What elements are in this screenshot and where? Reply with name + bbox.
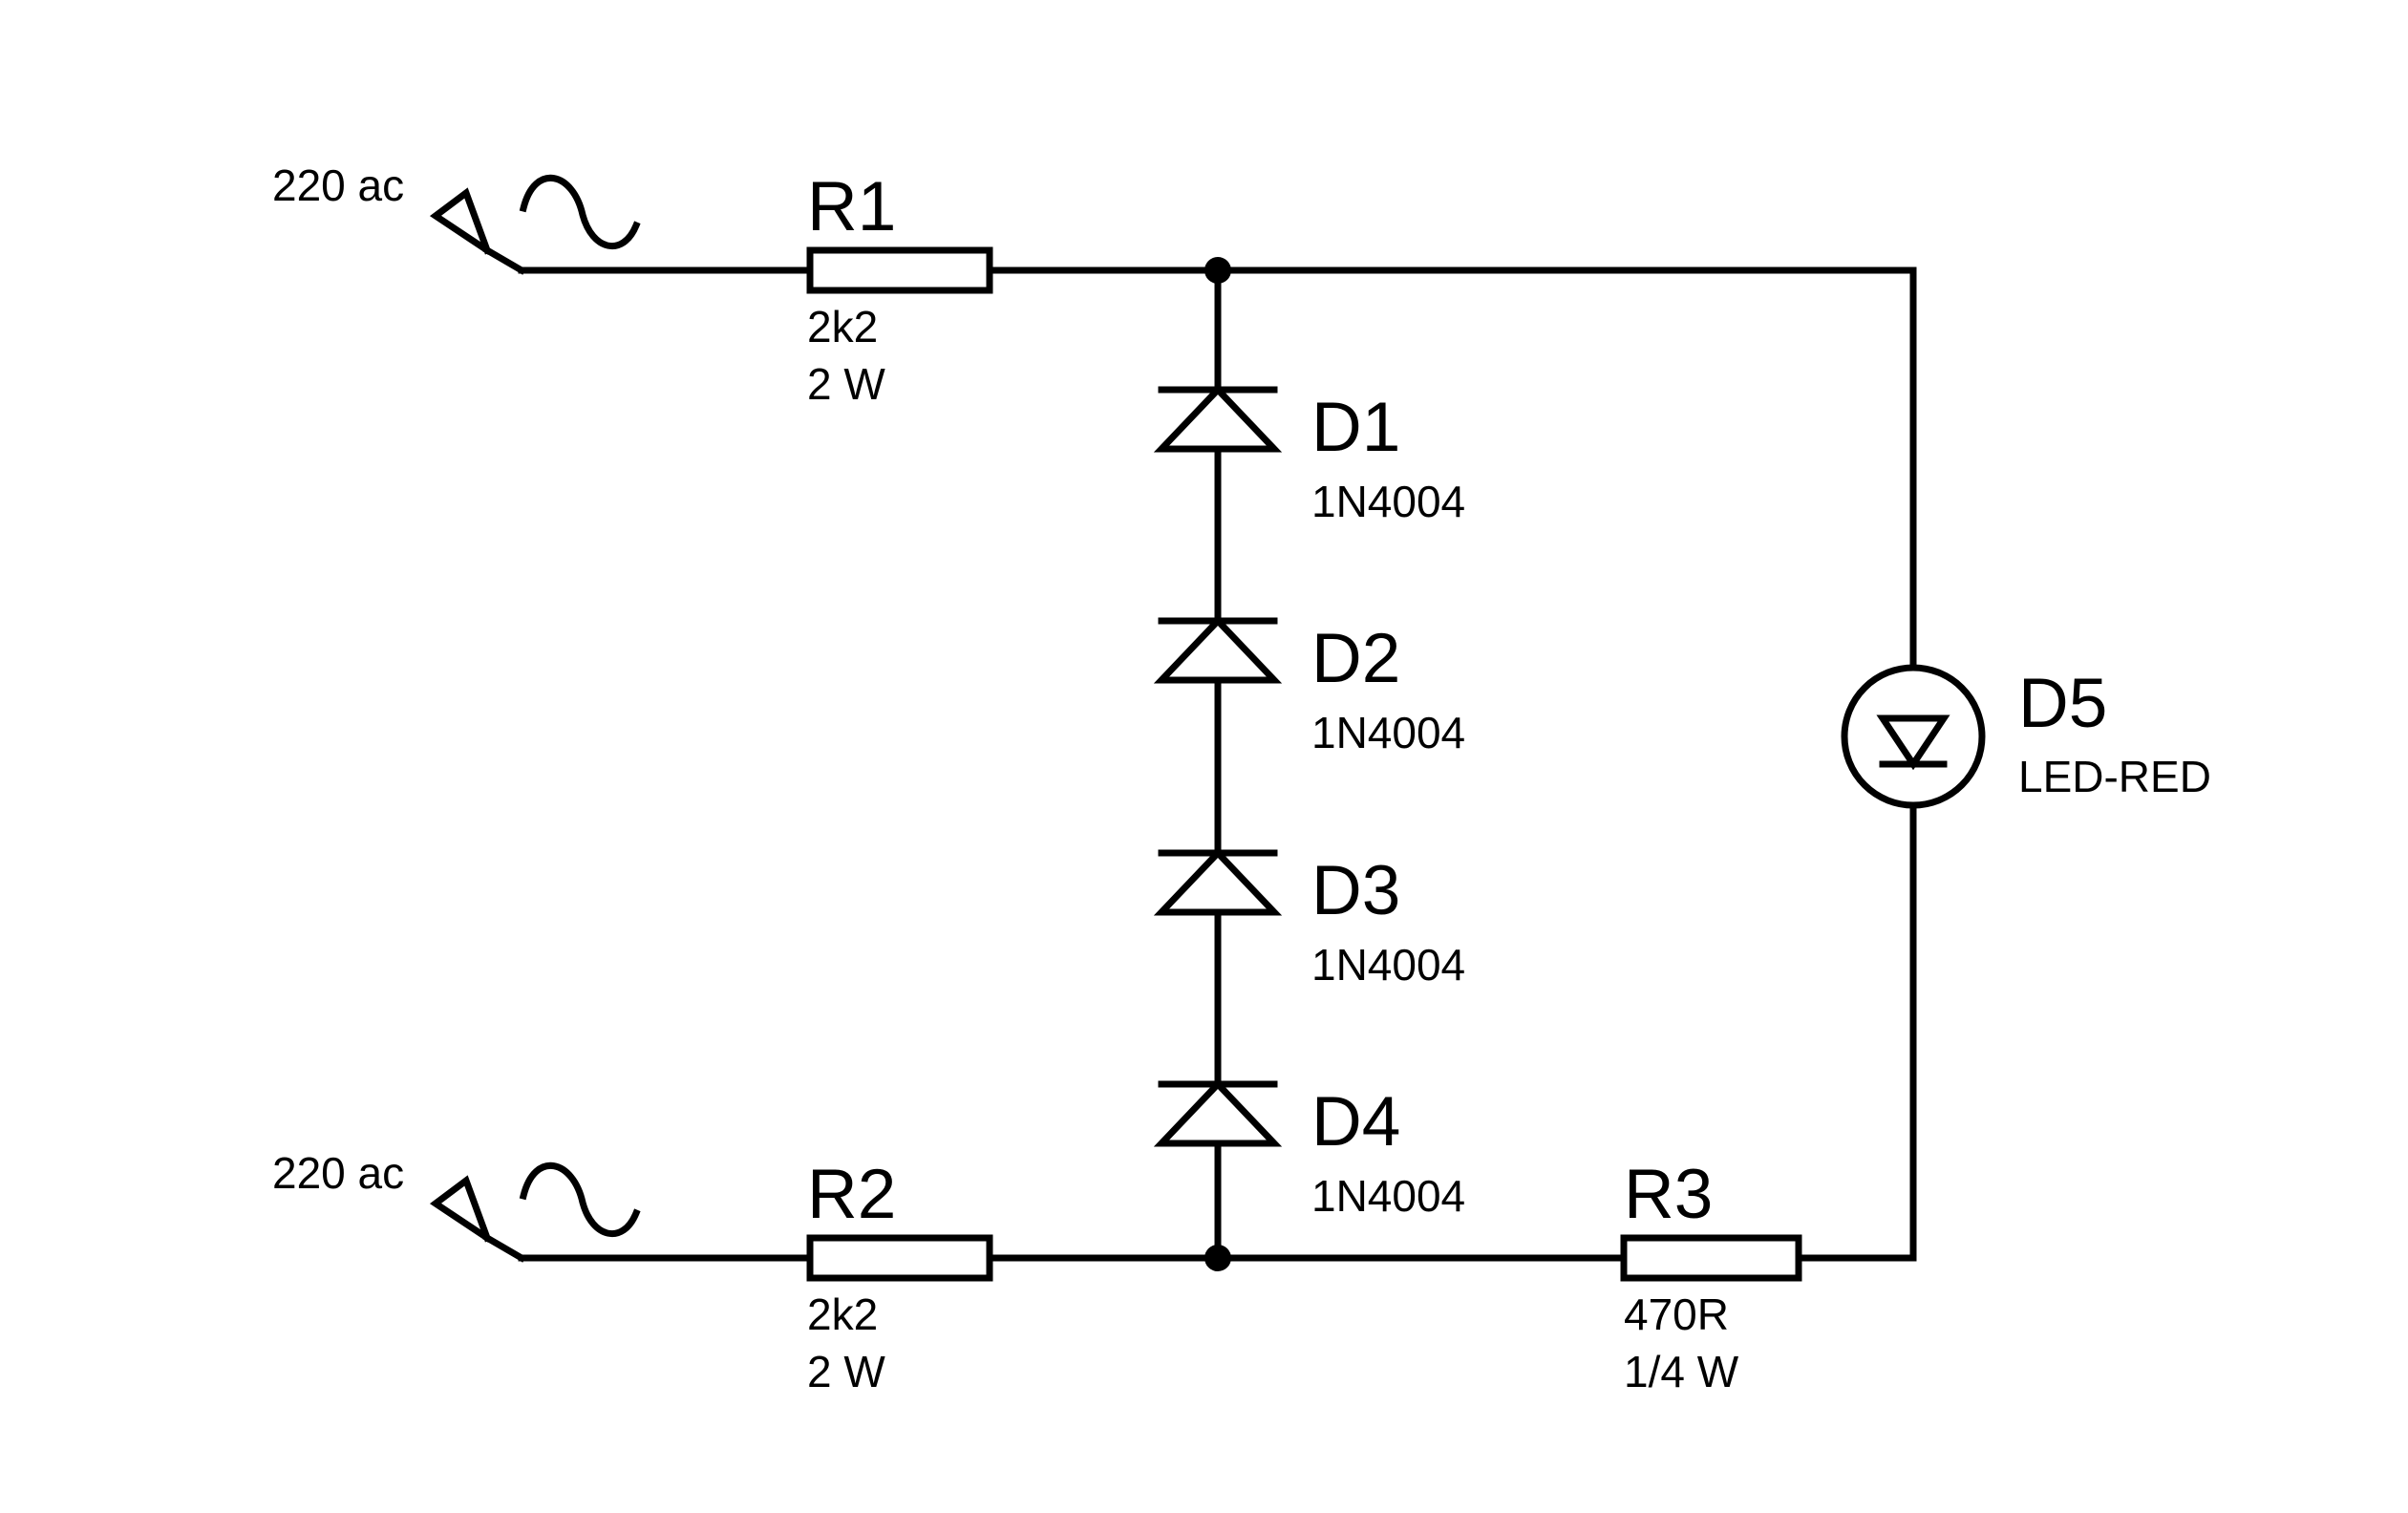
resistor-r1: R1 2k2 2 W xyxy=(806,168,993,409)
terminal-arrow-icon xyxy=(429,1175,526,1263)
resistor-body xyxy=(1620,1234,1802,1282)
diode-part: 1N4004 xyxy=(1311,477,1465,526)
diode-d4: D4 1N4004 xyxy=(1153,1078,1465,1221)
diode-d2: D2 1N4004 xyxy=(1153,615,1465,757)
resistor-body xyxy=(806,1234,993,1282)
junction-dot-top xyxy=(1204,257,1231,284)
diode-d3: D3 1N4004 xyxy=(1153,847,1465,990)
diode-triangle-icon xyxy=(1153,615,1283,684)
ac-source-icon xyxy=(519,1162,641,1238)
diode-ref: D3 xyxy=(1311,852,1400,929)
diode-part: 1N4004 xyxy=(1311,940,1465,990)
resistor-value: 2k2 xyxy=(807,302,878,352)
diode-triangle-icon xyxy=(1153,384,1283,453)
led-body-circle xyxy=(1841,664,1986,809)
resistor-value: 2k2 xyxy=(807,1289,878,1339)
terminal-arrow-icon xyxy=(429,187,526,275)
junction-dot-bottom xyxy=(1204,1245,1231,1271)
resistor-body xyxy=(806,246,993,294)
resistor-r2: R2 2k2 2 W xyxy=(806,1156,993,1396)
ac-source-bottom: 220 ac xyxy=(272,1148,641,1263)
source-label: 220 ac xyxy=(272,160,404,210)
led-part: LED-RED xyxy=(2018,752,2211,801)
led-ref: D5 xyxy=(2018,665,2107,742)
ac-source-top: 220 ac xyxy=(272,160,641,275)
resistor-ref: R2 xyxy=(807,1156,896,1233)
wires xyxy=(518,266,1917,1262)
diode-part: 1N4004 xyxy=(1311,708,1465,757)
resistor-value: 470R xyxy=(1624,1289,1729,1339)
diode-part: 1N4004 xyxy=(1311,1171,1465,1221)
led-d5: D5 LED-RED xyxy=(1841,664,2211,809)
resistor-ref: R1 xyxy=(807,168,896,245)
diode-ref: D1 xyxy=(1311,389,1400,466)
diode-triangle-icon xyxy=(1153,1078,1283,1147)
led-triangle-icon xyxy=(1876,714,1950,771)
resistor-power: 2 W xyxy=(807,1347,885,1396)
resistor-power: 1/4 W xyxy=(1624,1347,1739,1396)
resistor-ref: R3 xyxy=(1624,1156,1713,1233)
ac-source-icon xyxy=(519,175,641,250)
diode-ref: D4 xyxy=(1311,1083,1400,1161)
resistor-r3: R3 470R 1/4 W xyxy=(1620,1156,1802,1396)
source-label: 220 ac xyxy=(272,1148,404,1198)
diode-triangle-icon xyxy=(1153,847,1283,916)
diode-ref: D2 xyxy=(1311,620,1400,697)
diode-d1: D1 1N4004 xyxy=(1153,384,1465,526)
resistor-power: 2 W xyxy=(807,359,885,409)
